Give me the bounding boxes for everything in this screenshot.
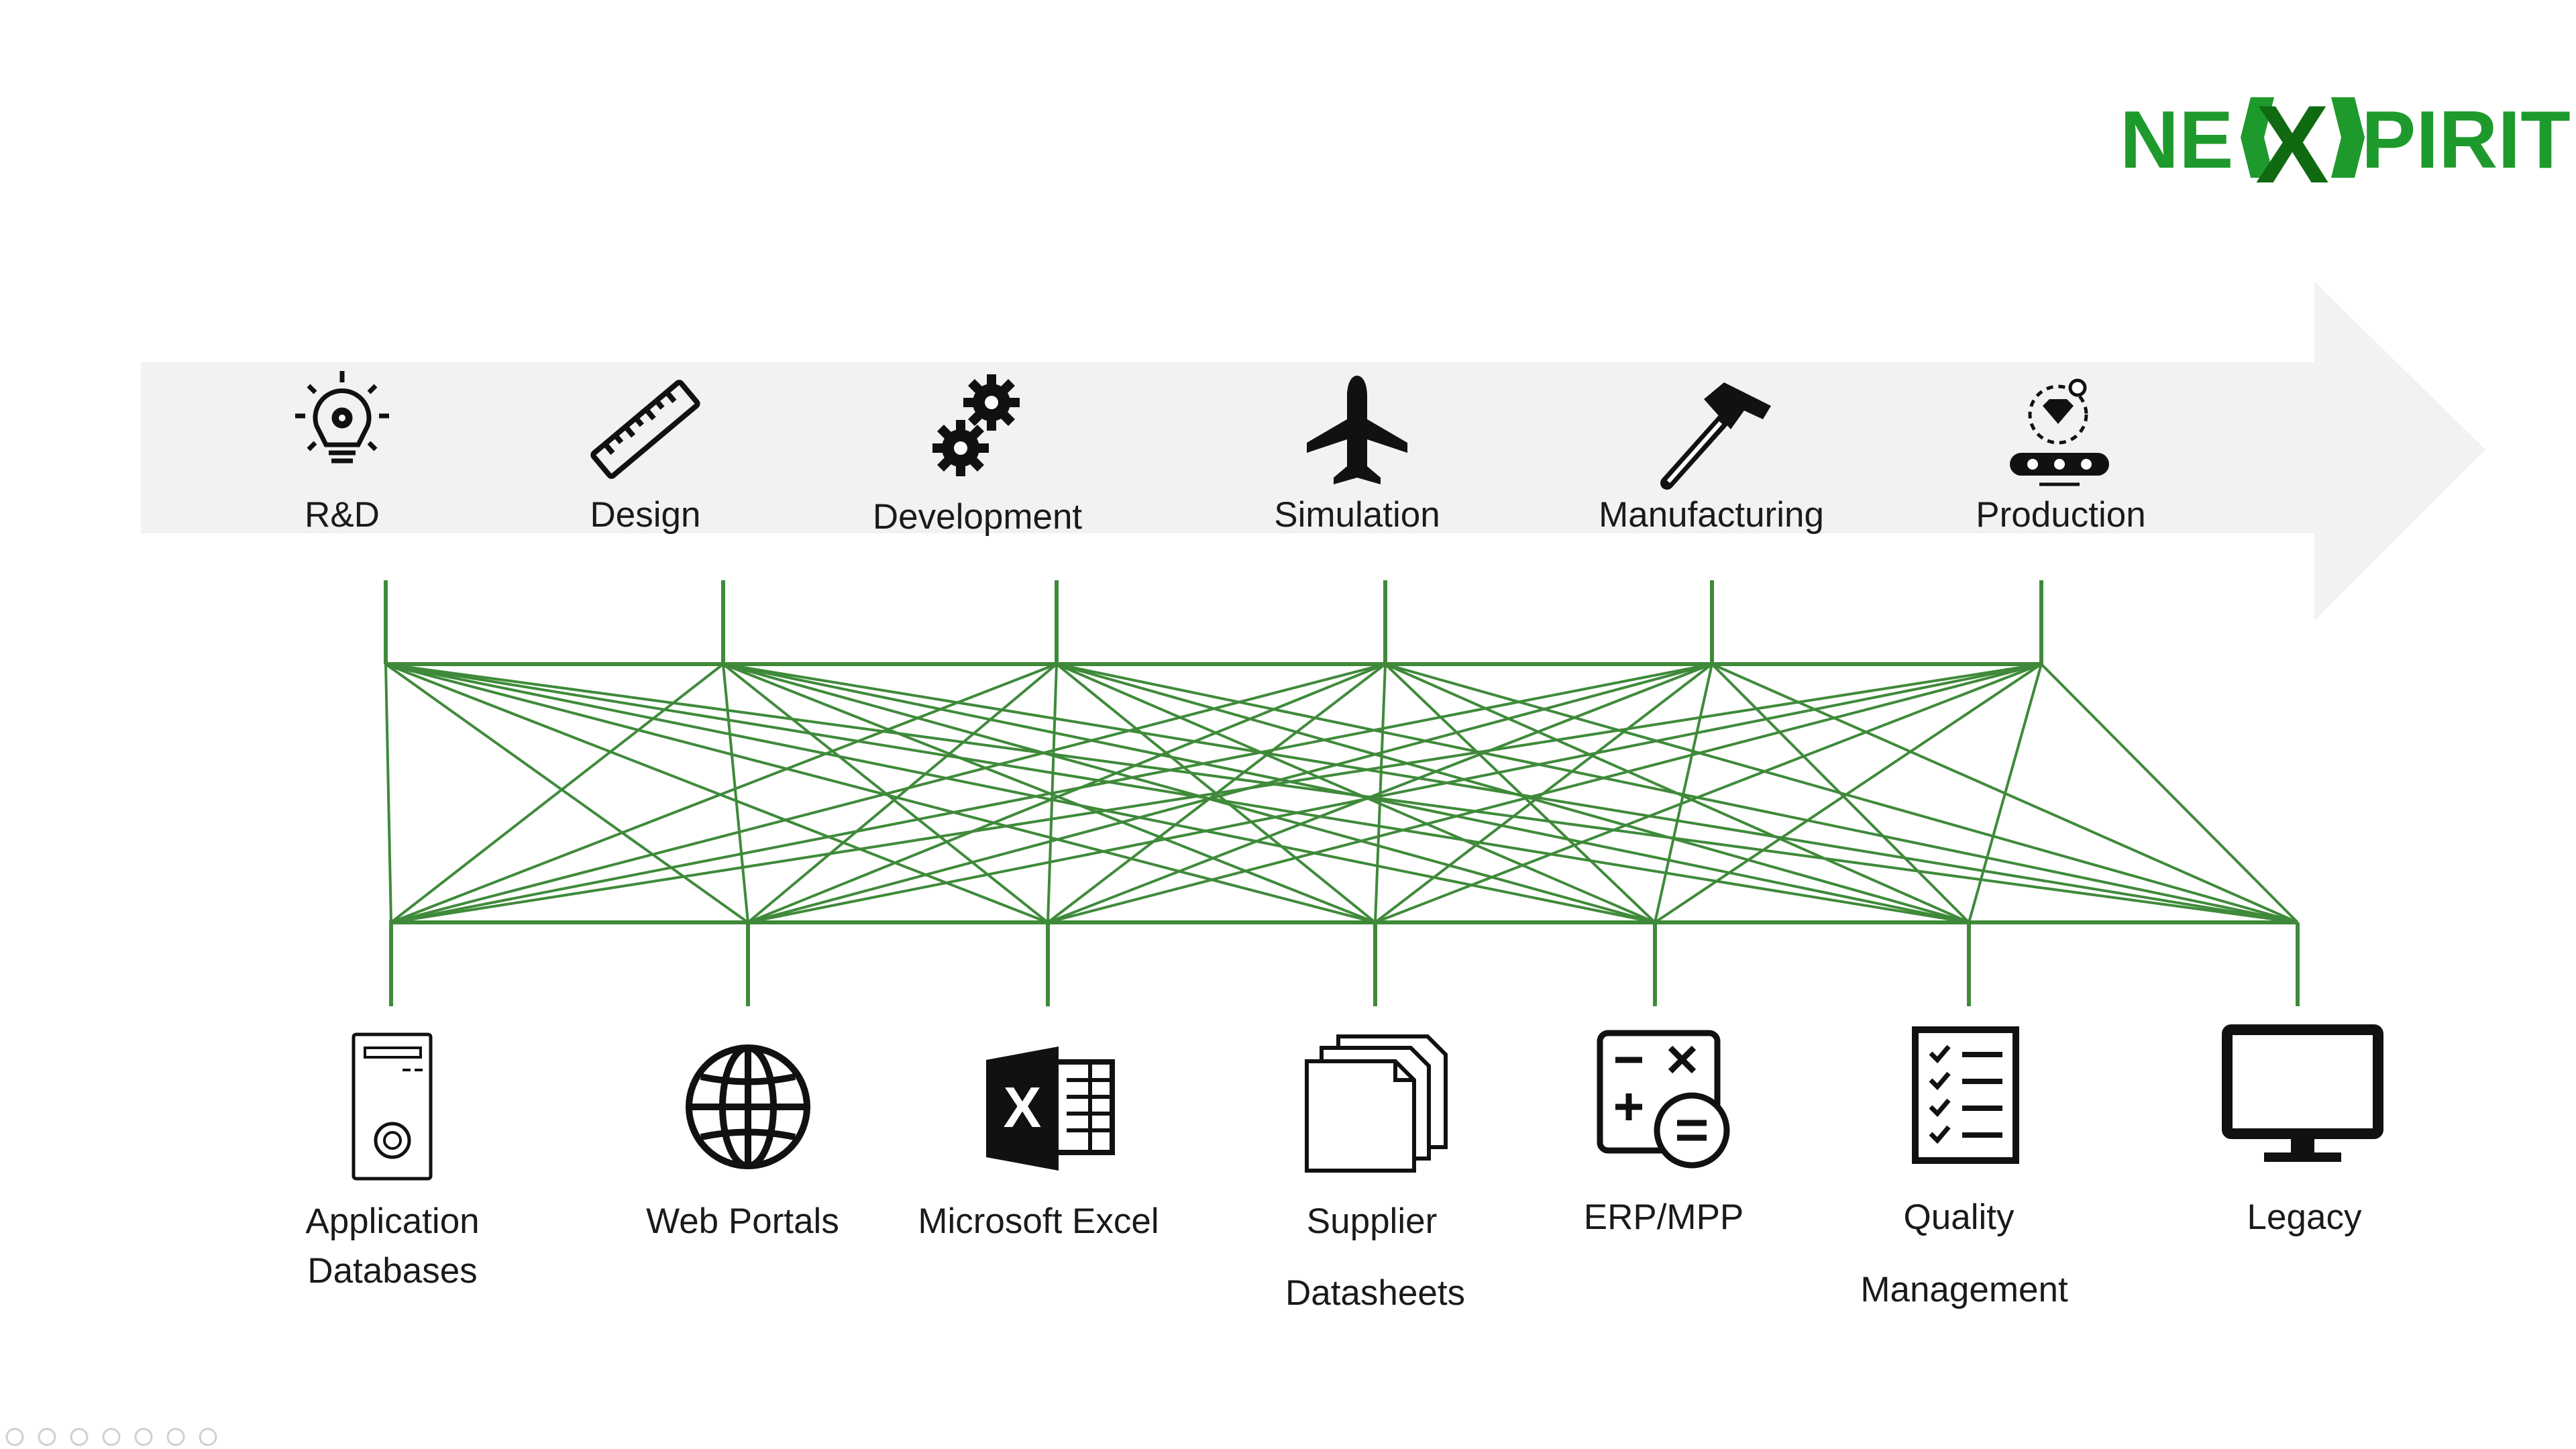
- cross-links: [384, 663, 2299, 924]
- source-labels: Application Databases Web Portals Micros…: [305, 1197, 2362, 1313]
- source-label-erp: ERP/MPP: [1584, 1197, 1744, 1237]
- source-label-web: Web Portals: [646, 1201, 839, 1241]
- logo-right-chevron: [2331, 97, 2365, 178]
- link-rnd-web: [384, 663, 749, 924]
- pen-icon[interactable]: [70, 1428, 89, 1446]
- globe-icon: [686, 1044, 810, 1169]
- monitor-icon: [2222, 1024, 2383, 1162]
- link-design-web: [722, 663, 749, 923]
- stage-labels: R&D Design Development Simulation Manufa…: [305, 495, 2146, 537]
- link-production-excel: [1047, 663, 2042, 924]
- link-manufacturing-excel: [1047, 663, 1713, 924]
- stage-label-design: Design: [590, 495, 701, 535]
- logo-center-letter: X: [2255, 83, 2329, 206]
- source-connector-drops: [389, 922, 2300, 1006]
- process-arrow: [141, 282, 2485, 621]
- source-label-supplier-line1: Supplier: [1307, 1201, 1437, 1241]
- slides-icon[interactable]: [102, 1428, 121, 1446]
- link-rnd-quality: [385, 663, 1970, 924]
- logo-right-text: PIRIT: [2361, 94, 2571, 185]
- gears-icon: [932, 374, 1020, 476]
- link-development-quality: [1056, 663, 1970, 924]
- link-development-web: [747, 663, 1058, 924]
- source-label-excel: Microsoft Excel: [918, 1201, 1159, 1241]
- slide-controls: [5, 1428, 217, 1446]
- link-manufacturing-quality: [1711, 663, 1970, 924]
- link-simulation-erp: [1384, 663, 1656, 924]
- link-production-legacy: [2040, 663, 2299, 924]
- stage-label-manufacturing: Manufacturing: [1599, 495, 1824, 535]
- link-production-erp: [1654, 663, 2043, 924]
- zoom-icon[interactable]: [134, 1428, 153, 1446]
- link-production-quality: [1968, 663, 2043, 923]
- source-label-appdb-line2: Databases: [307, 1251, 477, 1291]
- logo-left-chevron: [2241, 97, 2274, 178]
- link-production-web: [747, 663, 2042, 924]
- link-development-appdb: [390, 663, 1057, 924]
- lightbulb-gear-icon: [295, 371, 389, 464]
- previous-slide-icon[interactable]: [5, 1428, 24, 1446]
- excel-icon: X: [986, 1046, 1115, 1171]
- subtitles-icon[interactable]: [166, 1428, 185, 1446]
- source-label-appdb-line1: Application: [305, 1201, 479, 1241]
- link-simulation-quality: [1385, 663, 1970, 924]
- link-design-appdb: [390, 663, 724, 924]
- link-simulation-appdb: [390, 663, 1386, 924]
- link-manufacturing-web: [747, 663, 1713, 924]
- source-label-legacy: Legacy: [2247, 1197, 2362, 1237]
- next-slide-icon[interactable]: [38, 1428, 56, 1446]
- conveyor-gem-icon: [2010, 378, 2109, 486]
- stage-label-development: Development: [873, 497, 1083, 537]
- link-production-supplier: [1375, 663, 2042, 924]
- stage-label-production: Production: [1976, 495, 2145, 535]
- stage-label-simulation: Simulation: [1274, 495, 1440, 535]
- stage-label-rnd: R&D: [305, 495, 380, 535]
- ruler-icon: [590, 380, 700, 479]
- server-tower-icon: [352, 1032, 433, 1181]
- link-production-appdb: [390, 663, 2042, 924]
- svg-text:X: X: [1004, 1076, 1042, 1140]
- link-rnd-excel: [385, 663, 1049, 924]
- nexpirit-logo: NE X PIRIT: [2120, 83, 2571, 206]
- link-manufacturing-erp: [1654, 663, 1713, 923]
- link-rnd-appdb: [384, 663, 392, 923]
- source-label-supplier-line2: Datasheets: [1285, 1273, 1465, 1313]
- link-manufacturing-appdb: [390, 663, 1713, 924]
- link-design-quality: [722, 663, 1970, 924]
- logo-left-text: NE: [2120, 94, 2233, 185]
- source-label-quality-line2: Management: [1860, 1270, 2068, 1309]
- connection-network: [384, 580, 2300, 1006]
- link-rnd-erp: [385, 663, 1656, 924]
- stage-connector-drops: [384, 580, 2043, 664]
- hammer-icon: [1660, 382, 1771, 490]
- link-design-erp: [722, 663, 1656, 924]
- checklist-icon: [1912, 1026, 2019, 1164]
- documents-icon: [1305, 1034, 1448, 1173]
- more-options-icon[interactable]: [199, 1428, 217, 1446]
- airplane-icon: [1307, 376, 1407, 484]
- link-development-erp: [1056, 663, 1656, 924]
- link-simulation-web: [747, 663, 1386, 924]
- calculator-icon: [1597, 1030, 1730, 1169]
- source-label-quality-line1: Quality: [1904, 1197, 2015, 1237]
